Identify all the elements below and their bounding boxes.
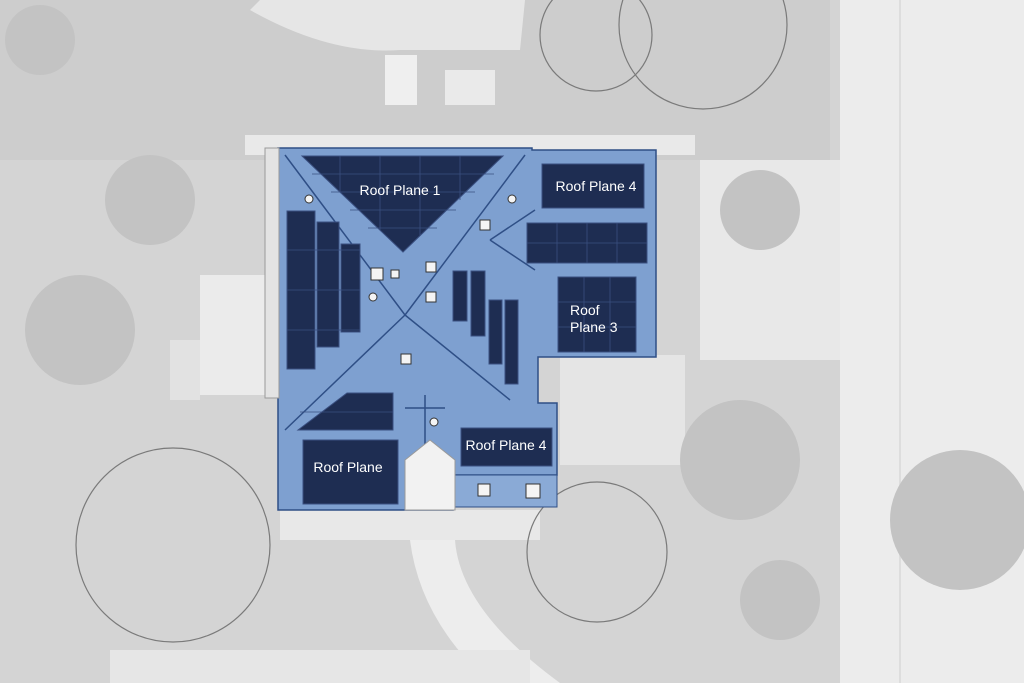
tree-canopy-icon	[618, 0, 788, 110]
roof-plane-east-array[interactable]	[526, 222, 648, 264]
patio-north	[250, 0, 525, 51]
porch-south	[280, 510, 540, 540]
roof-plane-west-array[interactable]	[286, 210, 361, 370]
panel-grid	[287, 249, 360, 331]
panel-strip	[452, 270, 468, 322]
roof-plane-4-bottom[interactable]: Roof Plane 4	[460, 427, 553, 467]
roof-vent-icon	[507, 194, 517, 204]
tree-canopy-icon	[75, 447, 271, 643]
skylight-icon	[390, 269, 400, 279]
panel-grid	[527, 223, 647, 263]
skylight-icon	[479, 219, 491, 231]
shrubbery	[5, 5, 1024, 640]
panel-array	[300, 155, 505, 253]
skylight-icon	[525, 483, 541, 499]
panel-grid	[312, 156, 494, 235]
roof-ridges	[284, 154, 536, 455]
panel-grid	[558, 277, 636, 352]
terrace-east	[560, 355, 685, 465]
roof-bay-south	[452, 474, 558, 508]
tree-canopy-icon	[526, 481, 668, 623]
skylight-icon	[370, 267, 384, 281]
deck-north	[445, 70, 495, 105]
panel-strip	[504, 299, 519, 385]
front-path	[410, 540, 560, 683]
roof-plane-1[interactable]: Roof Plane 1	[300, 155, 505, 253]
panel-array	[296, 392, 394, 431]
panel-array	[302, 439, 399, 505]
roof-plane-southwest-upper[interactable]	[296, 392, 394, 431]
stairs-north	[385, 55, 417, 105]
panel-array	[460, 427, 553, 467]
skylight-icon	[425, 261, 437, 273]
roof-edge-west	[264, 147, 280, 399]
roof-plane-label-line1: Roof	[570, 302, 600, 318]
skylight-icon	[400, 353, 412, 365]
roof-vent-icon	[368, 292, 378, 302]
roof-plane-3[interactable]: Roof Plane 3	[557, 276, 637, 353]
panel-array	[557, 276, 637, 353]
panel-array	[541, 163, 645, 209]
roof-vent-icon	[304, 194, 314, 204]
roof-plane-4-top[interactable]: Roof Plane 4	[541, 163, 645, 209]
roof-plane-center-array[interactable]	[452, 270, 519, 385]
entry-gable	[404, 439, 456, 511]
steps-west	[170, 340, 200, 400]
roof-vent-icon	[429, 417, 439, 427]
panel-strip	[340, 243, 361, 333]
roof-plane-label-line2: Plane 3	[570, 319, 618, 335]
roof-plane-sw[interactable]: Roof Plane	[302, 439, 399, 505]
skylight-icon	[425, 291, 437, 303]
skylight-icon	[477, 483, 491, 497]
roof-plane-label: Roof Plane 4	[466, 437, 547, 453]
roof-plane-label: Roof Plane 1	[360, 182, 441, 198]
panel-strip	[470, 270, 486, 337]
tree-canopy-icon	[539, 0, 653, 92]
panel-strip	[316, 221, 340, 348]
panel-strip	[488, 299, 503, 365]
roof-plane-label: Roof Plane 4	[556, 178, 637, 194]
sidewalk-south	[110, 650, 530, 683]
roof-plane-label: Roof Plane	[313, 459, 382, 475]
